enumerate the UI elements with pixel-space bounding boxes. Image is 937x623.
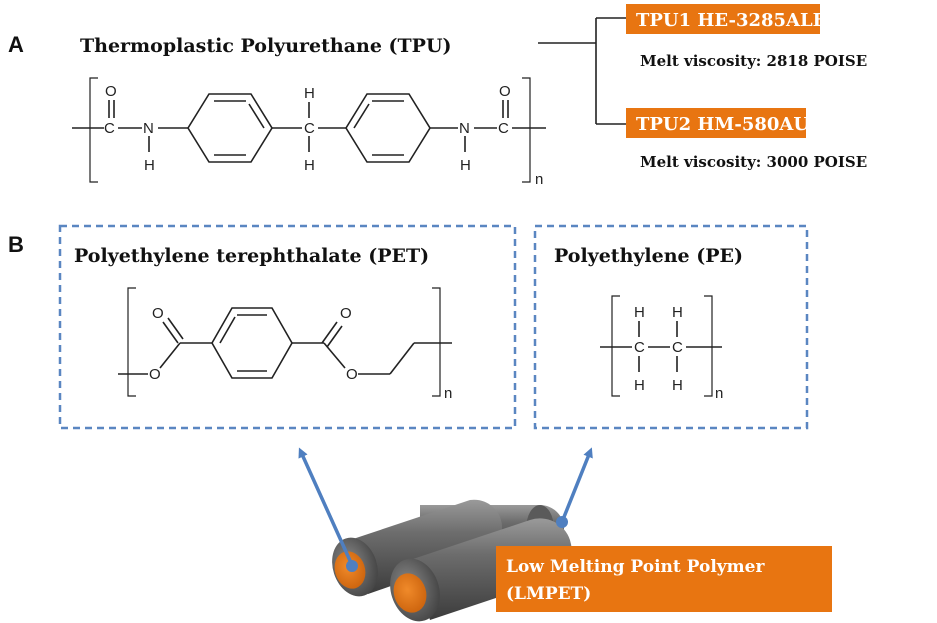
atom-c: C (104, 120, 115, 137)
tpu-repeat-n: n (535, 171, 543, 188)
atom-h: H (304, 157, 315, 174)
tpu-grade-connector (538, 17, 628, 125)
arrow-core-origin (346, 560, 358, 572)
arrow-sheath-origin (556, 516, 568, 528)
atom-c: C (672, 339, 683, 356)
panel-b-letter: B (8, 232, 24, 257)
atom-h: H (144, 157, 155, 174)
tpu-title: Thermoplastic Polyurethane (TPU) (80, 35, 452, 57)
tpu1-melt-viscosity: Melt viscosity: 2818 POISE (640, 52, 867, 70)
atom-o: O (340, 305, 352, 322)
pet-repeat-n: n (444, 385, 452, 402)
pe-dashed-box (533, 224, 809, 430)
atom-h: H (634, 377, 645, 394)
tpu2-grade-box (626, 108, 806, 138)
atom-o: O (499, 83, 511, 100)
tpu1-grade-name: TPU1 HE-3285ALE (636, 10, 826, 31)
atom-o: O (346, 366, 358, 383)
atom-h: H (672, 304, 683, 321)
atom-n: N (143, 120, 154, 137)
atom-o: O (149, 366, 161, 383)
atom-c: C (498, 120, 509, 137)
atom-o: O (152, 305, 164, 322)
fiber-front (390, 518, 572, 622)
atom-c: C (634, 339, 645, 356)
tpu-structure: n C O N H C H H N H C (72, 77, 546, 188)
arrow-core-to-pet (298, 447, 354, 566)
arrow-sheath-to-pe (560, 447, 593, 523)
pe-title: Polyethylene (PE) (554, 245, 743, 267)
atom-h: H (634, 304, 645, 321)
tpu2-grade-name: TPU2 HM-580AU (636, 114, 809, 135)
pe-repeat-n: n (715, 385, 723, 402)
atom-h: H (304, 85, 315, 102)
pet-structure: n O O O O (118, 287, 452, 402)
lmpet-label-box (496, 546, 832, 612)
pet-title: Polyethylene terephthalate (PET) (74, 245, 429, 267)
panel-a-letter: A (8, 32, 24, 57)
lmpet-label-line2: (LMPET) (506, 584, 591, 604)
atom-h: H (460, 157, 471, 174)
atom-c: C (304, 120, 315, 137)
lmpet-label-line1: Low Melting Point Polymer (506, 557, 765, 577)
tpu1-grade-box (626, 4, 820, 34)
bicomponent-fibers (332, 499, 572, 622)
atom-h: H (672, 377, 683, 394)
atom-o: O (105, 83, 117, 100)
atom-n: N (459, 120, 470, 137)
pet-dashed-box (58, 224, 517, 430)
tpu2-melt-viscosity: Melt viscosity: 3000 POISE (640, 153, 867, 171)
pe-structure: n C H H C H H (600, 295, 723, 402)
